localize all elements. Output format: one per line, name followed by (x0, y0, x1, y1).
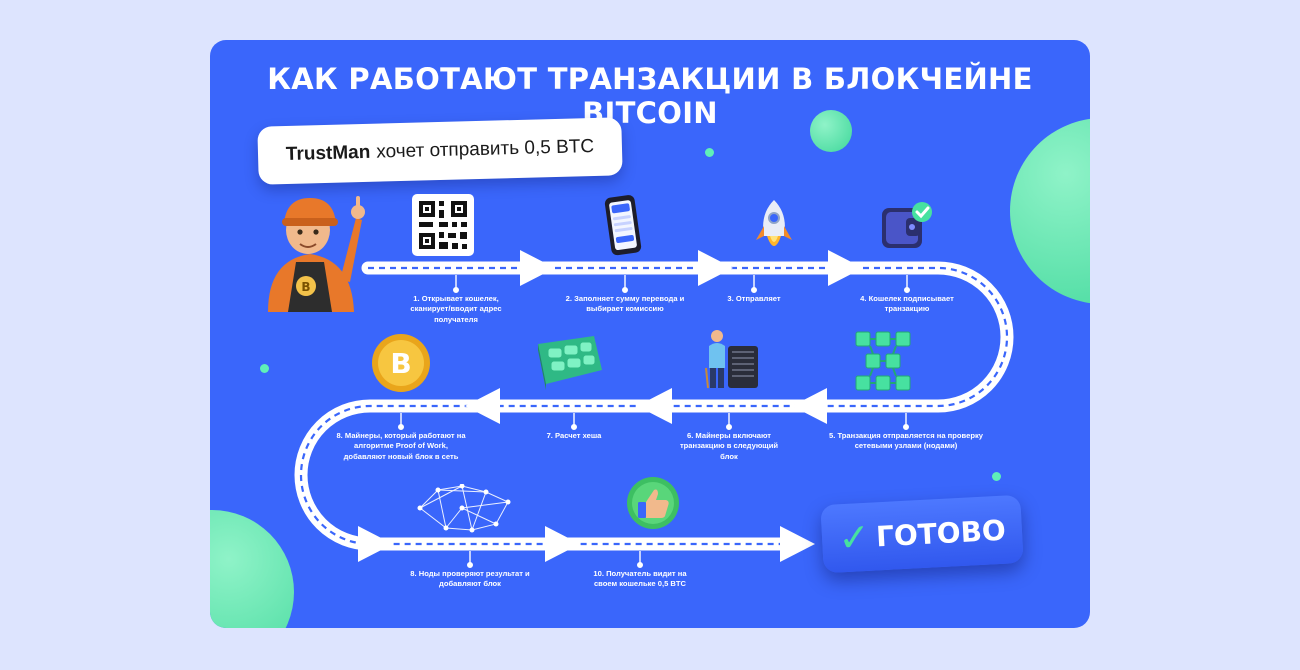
hash-blocks-icon (538, 336, 602, 390)
road-arrow (358, 526, 393, 562)
decor-circle (810, 110, 852, 152)
decor-dot (260, 364, 269, 373)
node-network-icon (855, 331, 911, 391)
road-arrow (545, 526, 580, 562)
road-arrow (520, 250, 555, 286)
road-arrow (780, 526, 815, 562)
step-label-1: 1. Открывает кошелек, сканирует/вводит а… (410, 294, 502, 324)
decor-dot (705, 148, 714, 157)
step-label-5: 5. Транзакция отправляется на проверку с… (829, 431, 983, 451)
infographic-card: КАК РАБОТАЮТ ТРАНЗАКЦИИ В БЛОКЧЕЙНЕ BITC… (210, 40, 1090, 628)
network-graph-icon (417, 484, 511, 533)
check-icon: ✓ (837, 514, 872, 561)
step-label-8: 8. Майнеры, который работают на алгоритм… (336, 431, 466, 461)
done-badge: ✓ ГОТОВО (820, 494, 1024, 574)
done-label: ГОТОВО (875, 513, 1007, 553)
wallet-check-icon (882, 202, 932, 248)
qr-code-icon (412, 194, 474, 256)
step-label-7: 7. Расчет хеша (546, 431, 602, 440)
road-arrow (792, 388, 827, 424)
step-label-9: 8. Ноды проверяют результат и добавляют … (410, 569, 530, 589)
step-label-2: 2. Заполняет сумму перевода и выбирает к… (565, 294, 685, 314)
miner-asic-icon (705, 330, 758, 389)
trustman-character-icon: B (268, 196, 365, 312)
svg-text:B: B (390, 347, 411, 380)
svg-text:B: B (301, 280, 310, 294)
decor-dot (992, 472, 1001, 481)
smartphone-icon (604, 195, 642, 256)
road-path (294, 250, 1014, 569)
road-arrow (637, 388, 672, 424)
road-arrow (465, 388, 500, 424)
thumbs-up-icon (627, 477, 679, 529)
step-label-10: 10. Получатель видит на своем кошельке 0… (593, 569, 687, 589)
bitcoin-coin-icon: B (372, 334, 430, 392)
step-label-6: 6. Майнеры включают транзакцию в следующ… (679, 431, 779, 461)
step-label-4: 4. Кошелек подписывает транзакцию (860, 294, 954, 314)
rocket-icon (756, 200, 792, 246)
road-arrow (828, 250, 863, 286)
step-label-3: 3. Отправляет (727, 294, 781, 303)
road-arrow (698, 250, 733, 286)
